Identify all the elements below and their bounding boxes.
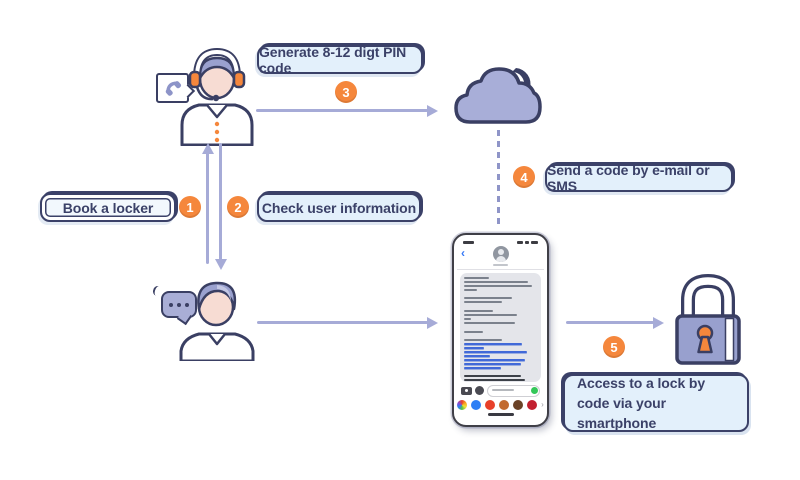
arrow-user-to-phone: [257, 321, 428, 324]
status-icons: [517, 240, 538, 244]
signal-icon: [517, 240, 523, 244]
dot: [177, 302, 181, 307]
arrowhead-right: [653, 316, 664, 329]
dock-app-icon-2: [471, 400, 482, 410]
sms-line-gap: [464, 334, 537, 337]
dot: [185, 302, 189, 307]
label-check-user-information: Check user information: [257, 193, 421, 222]
phone-screen: ‹ ›: [457, 237, 544, 423]
smartphone-sms-screen: ‹ ›: [452, 233, 549, 427]
arrowhead-up: [201, 143, 214, 154]
step-number: 3: [342, 84, 350, 100]
sms-line-text: [464, 339, 502, 342]
label-text: Access to a lock by code via your smartp…: [577, 374, 706, 432]
step-3-badge: 3: [335, 81, 357, 103]
dock-app-icon-6: [527, 400, 538, 410]
step-number: 4: [520, 169, 528, 185]
sms-line-link: [464, 347, 485, 350]
arrow-operator-to-user: [219, 143, 222, 260]
sms-message-lines: [464, 277, 537, 382]
apps-icon: [475, 386, 484, 395]
label-text: Generate 8-12 digt PIN code: [259, 43, 407, 76]
chat-dots-speech-bubble-icon: [161, 291, 197, 326]
sms-line-link: [464, 343, 523, 346]
sms-line-gap: [464, 326, 537, 329]
step-4-badge: 4: [513, 166, 535, 188]
dock-more-icon: ›: [541, 400, 544, 409]
sms-line-gap: [464, 305, 537, 308]
sms-line-text: [464, 288, 478, 291]
camera-icon: [461, 386, 472, 395]
back-chevron-icon: ‹: [461, 246, 465, 260]
dot: [169, 302, 173, 307]
step-number: 5: [610, 339, 618, 355]
label-text: Book a locker: [62, 199, 154, 216]
step-2-badge: 2: [227, 196, 249, 218]
home-indicator: [487, 413, 514, 416]
sms-line-text: [464, 310, 494, 313]
sms-line-link: [464, 362, 521, 365]
label-access-lock: Access to a lock by code via your smartp…: [563, 374, 749, 432]
dock-app-icon-5: [513, 400, 524, 410]
contact-name: [493, 264, 508, 266]
arrowhead-right: [427, 104, 438, 117]
sms-line-text: [464, 297, 513, 300]
contact-avatar: [492, 246, 509, 262]
sms-line-text: [464, 280, 529, 283]
label-text: Check user information: [261, 199, 417, 216]
dock-app-icon-1: [457, 400, 468, 410]
label-generate-pin-code: Generate 8-12 digt PIN code: [257, 43, 423, 76]
step-number: 1: [186, 199, 194, 215]
step-1-badge: 1: [179, 196, 201, 218]
phone-handset-speech-bubble-icon: [156, 73, 196, 103]
sms-line-text: [464, 321, 516, 324]
padlock-icon: [675, 274, 741, 365]
sms-line-gap: [464, 370, 537, 373]
sms-line-link: [464, 366, 501, 369]
label-book-a-locker: Book a locker: [40, 193, 176, 222]
arrow-operator-to-cloud: [256, 109, 428, 112]
sms-line-link: [464, 351, 527, 354]
sms-line-dark: [464, 375, 521, 378]
sms-line-gap: [464, 293, 537, 296]
sms-line-text: [464, 301, 502, 304]
sms-line-link: [464, 358, 526, 361]
step-number: 2: [234, 199, 242, 215]
sms-line-text: [464, 317, 472, 320]
arrow-phone-to-lock: [566, 321, 654, 324]
phone-handset-icon: [165, 81, 181, 96]
input-placeholder: [492, 389, 514, 391]
dock-app-icon-4: [499, 400, 510, 410]
sms-line-text: [464, 277, 489, 279]
sms-line-text: [464, 330, 483, 333]
message-input: [487, 384, 540, 397]
status-time: [463, 240, 474, 244]
sms-line-text: [464, 284, 532, 287]
arrowhead-down: [214, 259, 227, 270]
cloud-icon: [454, 67, 542, 124]
customer-icon: [179, 281, 255, 361]
call-center-operator-icon: [180, 47, 254, 146]
send-icon: [530, 386, 538, 394]
sms-line-text: [464, 314, 517, 317]
sms-input-bar: [461, 384, 540, 397]
battery-icon: [531, 240, 538, 244]
sms-line-link: [464, 354, 491, 357]
phone-status-bar: [463, 240, 538, 244]
dock-app-icon-3: [485, 400, 496, 410]
sms-line-dark: [464, 379, 526, 382]
sms-message-bubble: [460, 273, 541, 382]
label-send-code: Send a code by e-mail or SMS: [545, 162, 733, 194]
phone-dock: ›: [457, 400, 544, 410]
arrowhead-right: [427, 316, 438, 329]
dashed-line-cloud-to-phone: [497, 130, 500, 228]
step-5-badge: 5: [603, 336, 625, 358]
label-text: Send a code by e-mail or SMS: [547, 162, 710, 194]
sms-header: ‹: [457, 245, 544, 270]
wifi-icon: [525, 240, 529, 244]
arrow-user-to-operator: [206, 152, 209, 264]
